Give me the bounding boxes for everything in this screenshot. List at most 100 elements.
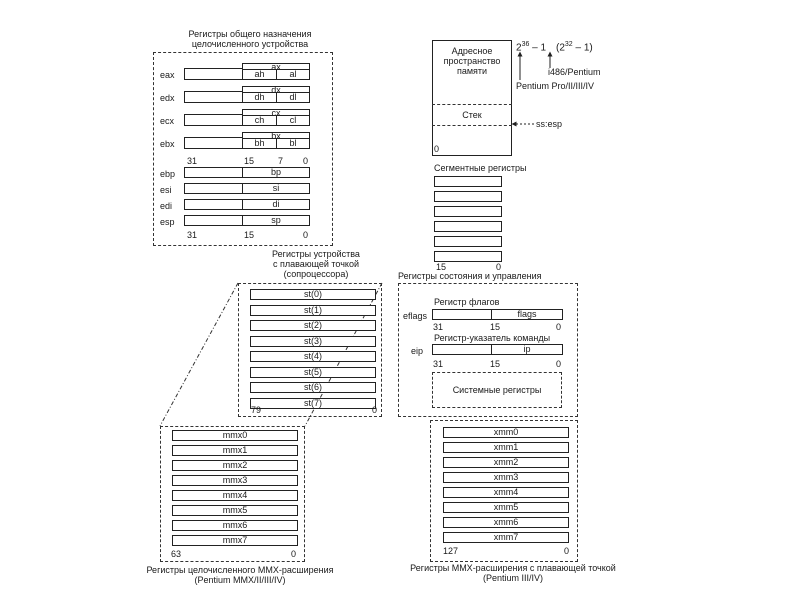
xmm-register: xmm3 xyxy=(443,472,569,483)
address-space-box xyxy=(432,40,512,156)
cpu-label-pentium-pro: Pentium Pro/II/III/IV xyxy=(516,81,595,91)
fpu-register: st(7) xyxy=(250,397,376,409)
ip-bit-31: 31 xyxy=(433,359,444,369)
xmm-register: xmm2 xyxy=(443,457,569,468)
mmx-register: mmx2 xyxy=(172,460,298,471)
ip-register: ip xyxy=(491,344,563,355)
fpu-title-line1: Регистры устройства xyxy=(272,249,360,259)
gp-register-full: cx xyxy=(242,109,310,118)
segment-register xyxy=(434,206,502,217)
xmm-frame xyxy=(430,420,578,562)
gp-title-line2: целочисленного устройства xyxy=(191,39,309,49)
address-space-divider-1 xyxy=(432,104,512,105)
xmm-register: xmm4 xyxy=(443,487,569,498)
segment-title: Сегментные регистры xyxy=(434,163,527,173)
fpu-register: st(1) xyxy=(250,304,376,316)
mmx-register: mmx5 xyxy=(172,505,298,516)
zoom-line-left xyxy=(159,282,239,427)
gp-register-name: esi xyxy=(160,185,172,195)
flags-bit-15: 15 xyxy=(490,322,501,332)
mmx-register: mmx7 xyxy=(172,535,298,546)
gp-register-low16: di xyxy=(242,199,310,210)
xmm-caption: Регистры MMX-расширения с плавающей точк… xyxy=(388,563,638,583)
segment-register xyxy=(434,191,502,202)
fpu-register: st(2) xyxy=(250,320,376,331)
power-36-base: 2 xyxy=(516,42,522,54)
gp-register-full: bx xyxy=(242,132,310,141)
eflags-upper xyxy=(432,309,492,320)
stack-label: Стек xyxy=(462,110,482,120)
address-space-label: Адресное пространство памяти xyxy=(432,46,512,76)
gp-register-name: eax xyxy=(160,70,175,80)
gp-register-name: edx xyxy=(160,93,175,103)
control-title: Регистры состояния и управления xyxy=(398,271,542,281)
gp-register-name: ecx xyxy=(160,116,175,126)
mmx-register: mmx3 xyxy=(172,475,298,486)
xmm-caption-line1: Регистры MMX-расширения с плавающей точк… xyxy=(410,563,616,573)
fpu-register: st(4) xyxy=(250,351,376,362)
mmx-register: mmx4 xyxy=(172,490,298,501)
mmx-caption: Регистры целочисленного MMX-расширения (… xyxy=(120,565,360,585)
mmx-caption-line2: (Pentium MMX/II/III/IV) xyxy=(194,575,286,585)
fpu-title-line3: (сопроцессора) xyxy=(283,269,349,279)
address-space-divider-2 xyxy=(432,125,512,126)
gp-bit-7: 7 xyxy=(278,156,284,166)
segment-register xyxy=(434,221,502,232)
fpu-title: Регистры устройства с плавающей точкой (… xyxy=(256,249,376,279)
gp-register-name: esp xyxy=(160,217,175,227)
cpu-label-i486: i486/Pentium xyxy=(548,67,601,77)
eip-label: eip xyxy=(411,346,424,356)
gp-title-line1: Регистры общего назначения xyxy=(188,29,312,39)
gp-register-name: ebp xyxy=(160,169,176,179)
gp-register-low: bl xyxy=(276,138,310,149)
fpu-bit-0: 0 xyxy=(372,405,378,415)
xmm-register: xmm7 xyxy=(443,532,569,543)
gp-register-full: dx xyxy=(242,86,310,95)
mmx-register: mmx6 xyxy=(172,520,298,531)
gp-register-low: cl xyxy=(276,115,310,126)
address-space-line1: Адресное xyxy=(451,46,493,56)
power-32-rest: – 1) xyxy=(575,42,593,54)
mmx-caption-line1: Регистры целочисленного MMX-расширения xyxy=(146,565,334,575)
power-32: (232 – 1) xyxy=(556,40,593,53)
gp-register-name: edi xyxy=(160,201,173,211)
power-32-exp: 32 xyxy=(564,41,573,48)
address-zero: 0 xyxy=(434,144,440,154)
address-space-line3: памяти xyxy=(456,66,488,76)
fpu-register: st(6) xyxy=(250,382,376,393)
gp-register-full: ax xyxy=(242,63,310,72)
fpu-register: st(3) xyxy=(250,335,376,347)
power-32-open: (2 xyxy=(556,42,565,54)
eflags-label: eflags xyxy=(403,311,428,321)
segment-register xyxy=(434,251,502,262)
gp-register-name: ebx xyxy=(160,139,175,149)
gp-bit-15: 15 xyxy=(244,156,255,166)
fpu-frame xyxy=(238,283,382,417)
address-space-line2: пространство xyxy=(443,56,501,66)
flags-bit-0: 0 xyxy=(556,322,562,332)
gp-bit-0: 0 xyxy=(303,156,309,166)
flags-title: Регистр флагов xyxy=(434,297,500,307)
flags-register: flags xyxy=(491,309,563,320)
mmx-register: mmx0 xyxy=(172,430,298,441)
xmm-bit-0: 0 xyxy=(564,546,570,556)
fpu-register: st(5) xyxy=(250,366,376,378)
segment-bit-15: 15 xyxy=(436,262,447,272)
mmx-frame xyxy=(160,426,305,562)
ip-bit-15: 15 xyxy=(490,359,501,369)
power-36-rest: – 1 xyxy=(532,42,547,54)
system-registers-label: Системные регистры xyxy=(452,385,542,395)
gp-register-low16: sp xyxy=(242,215,310,226)
power-36-exp: 36 xyxy=(521,41,530,48)
xmm-caption-line2: (Pentium III/IV) xyxy=(482,573,544,583)
mmx-register: mmx1 xyxy=(172,445,298,456)
gp-register-low: al xyxy=(276,69,310,80)
system-registers-box: Системные регистры xyxy=(432,372,562,408)
ip-title: Регистр-указатель команды xyxy=(434,333,551,343)
flags-bit-31: 31 xyxy=(433,322,444,332)
fpu-register: st(0) xyxy=(250,289,376,300)
gp-register-low16: bp xyxy=(242,167,310,178)
xmm-register: xmm5 xyxy=(443,502,569,513)
xmm-bit-127: 127 xyxy=(443,546,459,556)
segment-register xyxy=(434,236,502,247)
